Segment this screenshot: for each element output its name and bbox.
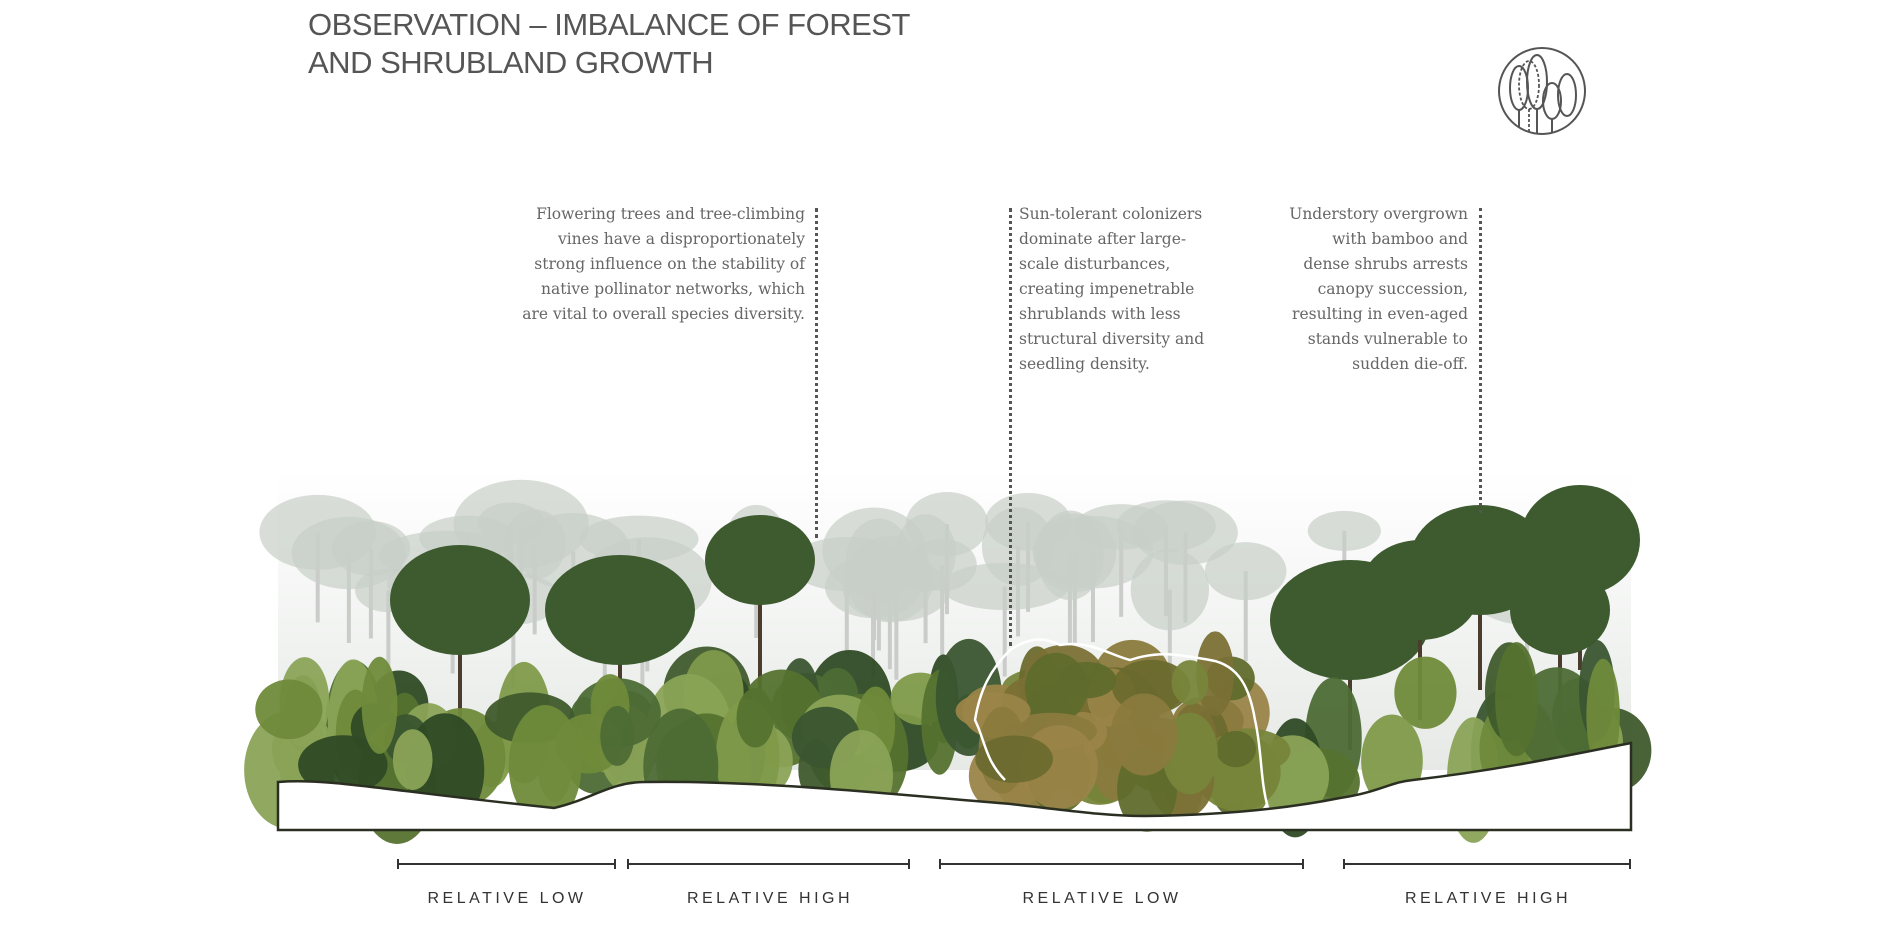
note-line: with bamboo and [1332, 230, 1468, 248]
shrub [1586, 658, 1620, 772]
callout-line-2 [1009, 208, 1012, 646]
note-line: Flowering trees and tree-climbing [536, 205, 805, 223]
colonizer-shrub [1196, 631, 1235, 717]
note-pollinators: Flowering trees and tree-climbing vines … [522, 202, 805, 327]
note-line: scale disturbances, [1019, 255, 1171, 273]
background-tree [1307, 510, 1381, 551]
colonizer-shrub [1110, 693, 1178, 776]
note-line: native pollinator networks, which [541, 280, 805, 298]
scale-label: RELATIVE HIGH [686, 890, 854, 907]
background-tree [503, 509, 566, 580]
note-line: dense shrubs arrests [1303, 255, 1468, 273]
shrub [1495, 642, 1538, 757]
note-line: are vital to overall species diversity. [522, 305, 805, 323]
background-tree [1075, 504, 1168, 550]
forest-trees-circle-icon [1498, 47, 1586, 135]
scale-label: RELATIVE LOW [1022, 890, 1182, 907]
note-line: stands vulnerable to [1307, 330, 1468, 348]
colonizer-shrub [975, 735, 1053, 783]
note-line: shrublands with less [1019, 305, 1181, 323]
note-line: canopy succession, [1317, 280, 1468, 298]
scale-bar-4 [1343, 859, 1631, 869]
colonizer-shrub [1215, 730, 1257, 768]
shrub [361, 656, 398, 754]
shrubland-outline [973, 638, 1270, 809]
canopy-tree [390, 545, 530, 655]
callout-line-3 [1479, 208, 1482, 513]
canopy-tree [705, 515, 815, 605]
note-line: creating impenetrable [1019, 280, 1195, 298]
scale-bar-2 [627, 859, 910, 869]
background-tree [1130, 548, 1210, 631]
note-line: dominate after large- [1019, 230, 1187, 248]
shrub [1394, 656, 1457, 729]
note-line: resulting in even-aged [1292, 305, 1468, 323]
shrub [392, 729, 433, 790]
note-line: strong influence on the stability of [534, 255, 805, 273]
page-title: OBSERVATION – IMBALANCE OF FOREST AND SH… [308, 6, 910, 82]
background-tree [1205, 542, 1287, 601]
title-line: OBSERVATION – IMBALANCE OF FOREST [308, 7, 910, 42]
canopy-tree [1360, 540, 1480, 640]
note-line: vines have a disproportionately [557, 230, 805, 248]
note-line: Sun-tolerant colonizers [1019, 205, 1203, 223]
shrub [736, 688, 774, 748]
canopy-tree [1510, 565, 1610, 655]
scale-label: RELATIVE HIGH [1404, 890, 1572, 907]
shrub [508, 705, 582, 825]
note-line: Understory overgrown [1289, 205, 1468, 223]
background-tree [822, 507, 926, 593]
note-colonizers: Sun-tolerant colonizers dominate after l… [1019, 202, 1204, 377]
callout-line-1 [815, 208, 818, 538]
title-line: AND SHRUBLAND GROWTH [308, 45, 714, 80]
shrub [298, 735, 388, 795]
note-line: sudden die-off. [1352, 355, 1468, 373]
scale-label: RELATIVE LOW [427, 890, 587, 907]
colonizer-shrub [1056, 661, 1117, 699]
note-line: seedling density. [1019, 355, 1150, 373]
note-understory: Understory overgrown with bamboo and den… [1289, 202, 1468, 377]
canopy-tree [545, 555, 695, 665]
note-line: structural diversity and [1019, 330, 1205, 348]
shrub [255, 679, 323, 740]
background-tree [331, 521, 411, 576]
scale-bar-3 [939, 859, 1304, 869]
ground-line [276, 741, 1633, 832]
background-tree [940, 562, 1069, 611]
scale-bar-1 [397, 859, 616, 869]
colonizer-shrub [1171, 660, 1209, 705]
shrub [600, 705, 635, 766]
